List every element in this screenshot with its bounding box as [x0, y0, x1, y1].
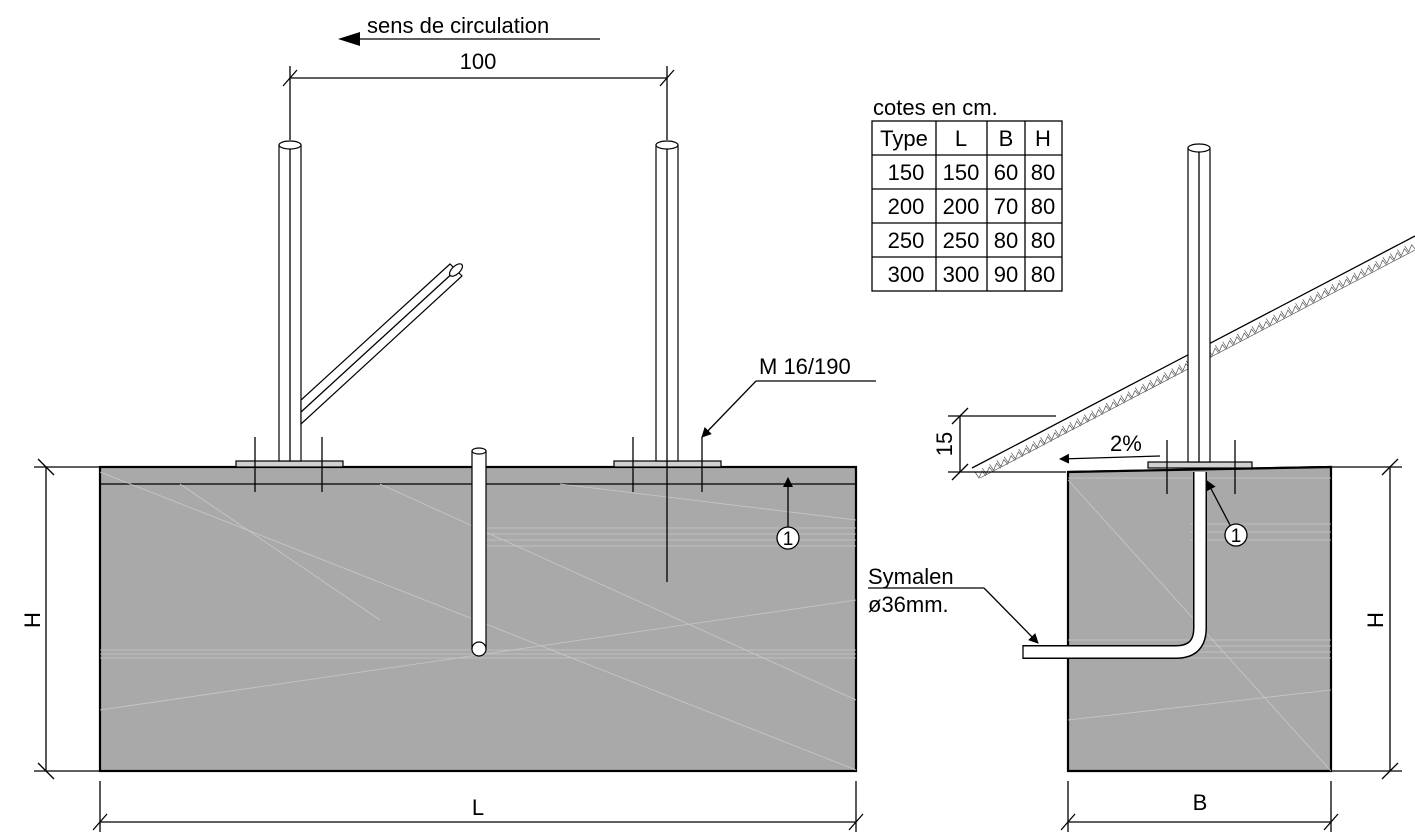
- right-post: [655, 140, 679, 462]
- pipe-name-label: Symalen: [868, 564, 954, 589]
- anchor-bolts-front: [254, 437, 703, 492]
- front-view: M 16/190 1 sens de circulation 100: [20, 13, 876, 832]
- table-cell: 200: [943, 194, 980, 219]
- width-dimension: B: [1060, 781, 1339, 832]
- side-view: 1 Symalen ø36mm. 15 2%: [868, 143, 1415, 832]
- spacing-label: 100: [460, 49, 497, 74]
- height-right-label: H: [1363, 612, 1388, 628]
- table-header-h: H: [1035, 126, 1051, 151]
- side-base-plate: [1147, 461, 1253, 469]
- table-cell: 150: [943, 160, 980, 185]
- pipe-diameter-label: ø36mm.: [868, 592, 949, 617]
- table-cell: 300: [888, 262, 925, 287]
- left-post: [278, 140, 302, 462]
- table-row: 300 300 90 80: [888, 262, 1056, 287]
- table-header-row: Type L B H: [880, 126, 1051, 151]
- table-caption: cotes en cm.: [873, 95, 998, 120]
- table-cell: 80: [1031, 160, 1055, 185]
- slope-label: 2%: [1110, 431, 1142, 456]
- table-cell: 200: [888, 194, 925, 219]
- direction-label: sens de circulation: [367, 13, 549, 38]
- table-cell: 80: [1031, 262, 1055, 287]
- table-header-l: L: [955, 126, 967, 151]
- dimensions-table: cotes en cm. Type L B H 150 150 60 80 20…: [871, 95, 1063, 292]
- pipe-callout: Symalen ø36mm.: [868, 564, 1039, 644]
- anchor-callout: M 16/190: [701, 354, 876, 438]
- table-cell: 150: [888, 160, 925, 185]
- anchor-label: M 16/190: [759, 354, 851, 379]
- slope-indicator: 2%: [1059, 431, 1161, 464]
- marker-1-front-label: 1: [783, 529, 794, 550]
- spacing-dimension: 100: [282, 49, 675, 140]
- slope-height-label: 15: [932, 432, 957, 456]
- table-cell: 80: [1031, 194, 1055, 219]
- length-dimension: L: [92, 781, 864, 832]
- table-cell: 250: [943, 228, 980, 253]
- table-header-b: B: [999, 126, 1014, 151]
- direction-indicator: sens de circulation: [338, 13, 600, 46]
- height-dimension-left: H: [20, 458, 100, 780]
- width-label: B: [1193, 790, 1208, 815]
- table-cell: 80: [994, 228, 1018, 253]
- table-header-type: Type: [880, 126, 928, 151]
- slope-height-dimension: 15: [932, 407, 1066, 481]
- diagonal-brace: [300, 263, 464, 426]
- marker-1-front: 1: [776, 477, 800, 550]
- table-cell: 60: [994, 160, 1018, 185]
- side-conduit-pipe: [1022, 472, 1207, 659]
- front-conduit-pipe: [471, 447, 487, 657]
- height-dimension-right: H: [1331, 458, 1402, 780]
- table-cell: 80: [1031, 228, 1055, 253]
- table-cell: 90: [994, 262, 1018, 287]
- table-row: 200 200 70 80: [888, 194, 1056, 219]
- height-left-label: H: [20, 612, 45, 628]
- marker-1-side-label: 1: [1231, 526, 1242, 547]
- table-cell: 70: [994, 194, 1018, 219]
- marker-1-side: 1: [1206, 480, 1248, 547]
- table-row: 150 150 60 80: [888, 160, 1056, 185]
- table-cell: 300: [943, 262, 980, 287]
- length-label: L: [472, 795, 484, 820]
- table-cell: 250: [888, 228, 925, 253]
- side-post: [1187, 143, 1211, 463]
- table-row: 250 250 80 80: [888, 228, 1056, 253]
- left-base-plate: [235, 460, 344, 468]
